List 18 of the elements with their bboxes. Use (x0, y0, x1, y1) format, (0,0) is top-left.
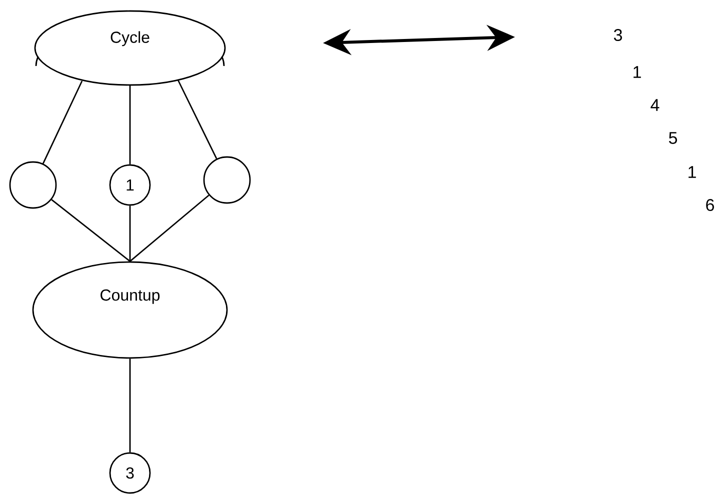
connector-line (177, 80, 218, 160)
connector-line (129, 206, 131, 262)
circle-node (9, 161, 57, 209)
sequence-number: 5 (668, 132, 678, 144)
sequence-number: 4 (650, 99, 660, 111)
sequence-number: 6 (706, 198, 714, 212)
connector-line (130, 194, 210, 262)
ellipse-node: Countup (32, 261, 228, 359)
sequence-number: 3 (614, 28, 622, 42)
connector-line (42, 80, 83, 164)
connector-line (51, 199, 130, 262)
circle-node (203, 156, 251, 204)
circle-node: 3 (109, 452, 151, 494)
circle-node: 1 (109, 164, 151, 206)
connector-line (129, 358, 131, 452)
sequence-number: 1 (688, 166, 696, 178)
sequence-number: 1 (634, 66, 641, 78)
connector-line (129, 85, 131, 164)
